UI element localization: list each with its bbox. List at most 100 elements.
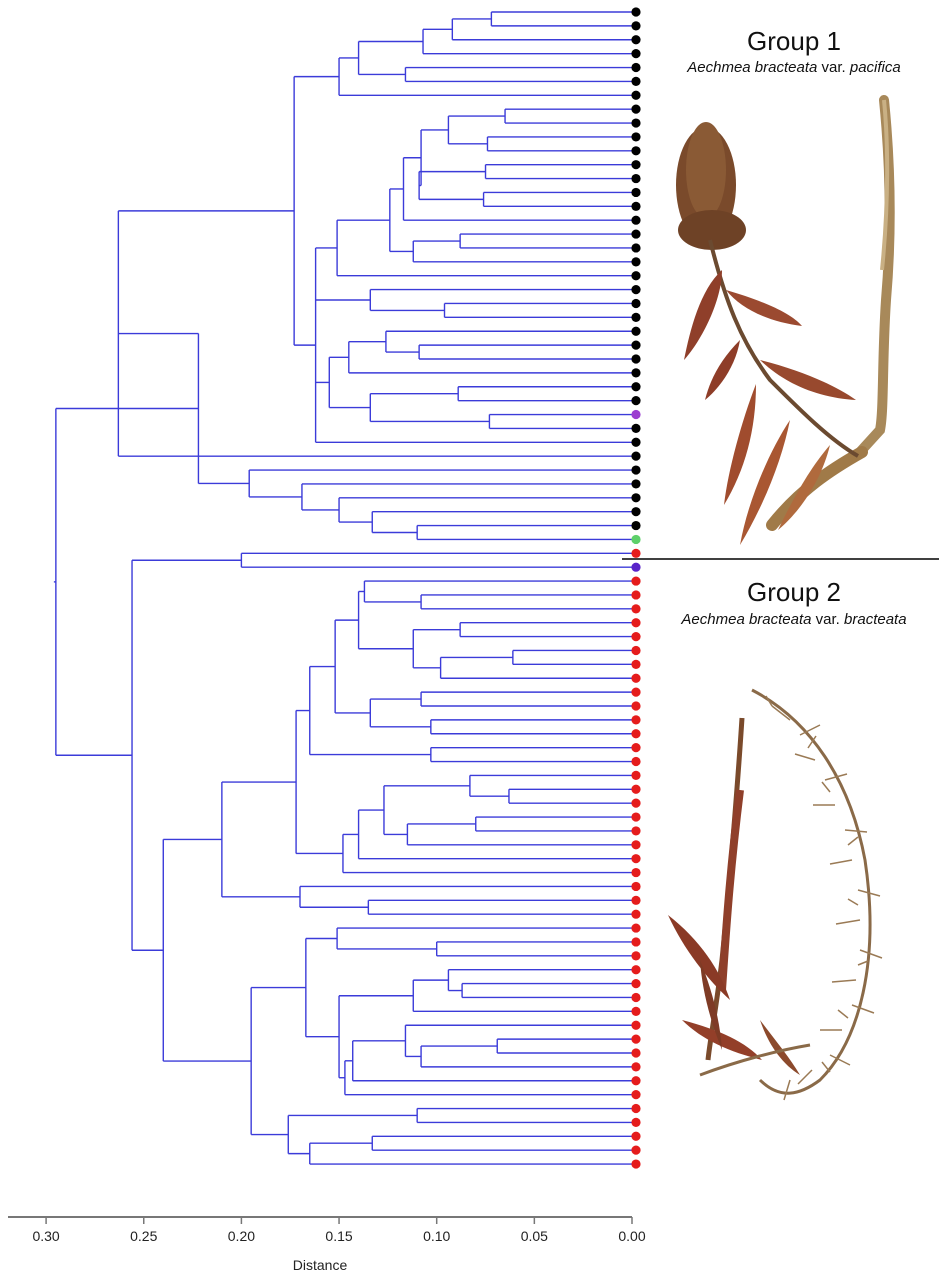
leaf-marker-36 [631, 493, 640, 502]
leaf-marker-45 [631, 618, 640, 627]
leaf-marker-43 [631, 590, 640, 599]
leaf-marker-67 [631, 923, 640, 932]
leaf-marker-61 [631, 840, 640, 849]
leaf-marker-17 [631, 229, 640, 238]
leaf-marker-40 [631, 549, 640, 558]
leaf-marker-63 [631, 868, 640, 877]
group-2-title: Group 2 [747, 577, 841, 607]
x-tick-label-5: 0.05 [521, 1228, 548, 1244]
leaf-marker-18 [631, 243, 640, 252]
leaf-marker-16 [631, 216, 640, 225]
leaf-marker-27 [631, 368, 640, 377]
leaf-marker-77 [631, 1062, 640, 1071]
leaf-marker-54 [631, 743, 640, 752]
leaf-marker-72 [631, 993, 640, 1002]
leaf-marker-70 [631, 965, 640, 974]
leaf-marker-21 [631, 285, 640, 294]
leaf-marker-53 [631, 729, 640, 738]
leaf-marker-37 [631, 507, 640, 516]
leaf-marker-56 [631, 771, 640, 780]
leaf-marker-59 [631, 812, 640, 821]
leaf-marker-46 [631, 632, 640, 641]
leaf-marker-15 [631, 202, 640, 211]
leaf-marker-30 [631, 410, 640, 419]
group-1-title: Group 1 [747, 26, 841, 56]
group-1-var: var. [817, 59, 850, 76]
leaf-marker-84 [631, 1159, 640, 1168]
leaf-marker-51 [631, 701, 640, 710]
leaf-marker-57 [631, 785, 640, 794]
leaf-marker-58 [631, 799, 640, 808]
leaf-marker-75 [631, 1035, 640, 1044]
leaf-marker-47 [631, 646, 640, 655]
leaf-marker-42 [631, 576, 640, 585]
leaf-marker-32 [631, 438, 640, 447]
leaf-marker-33 [631, 452, 640, 461]
group-1-species: Aechmea bracteata [686, 59, 817, 76]
specimen-image-pacifica [676, 100, 890, 545]
leaf-marker-83 [631, 1146, 640, 1155]
leaf-marker-55 [631, 757, 640, 766]
leaf-marker-28 [631, 382, 640, 391]
leaf-marker-73 [631, 1007, 640, 1016]
x-axis-ticks: 0.30 0.25 0.20 0.15 0.10 0.05 0.00 [32, 1217, 645, 1244]
x-axis-title: Distance [293, 1257, 348, 1273]
leaf-marker-7 [631, 91, 640, 100]
x-tick-label-1: 0.25 [130, 1228, 157, 1244]
leaf-marker-23 [631, 313, 640, 322]
leaf-marker-2 [631, 21, 640, 30]
leaf-marker-80 [631, 1104, 640, 1113]
leaf-marker-9 [631, 118, 640, 127]
leaf-marker-26 [631, 354, 640, 363]
group-2-variety: bracteata [844, 611, 907, 628]
leaf-marker-50 [631, 688, 640, 697]
dendrogram-branches [54, 12, 632, 1164]
leaf-marker-71 [631, 979, 640, 988]
leaf-marker-41 [631, 563, 640, 572]
leaf-marker-14 [631, 188, 640, 197]
leaf-marker-48 [631, 660, 640, 669]
leaf-marker-79 [631, 1090, 640, 1099]
leaf-marker-5 [631, 63, 640, 72]
leaf-marker-74 [631, 1021, 640, 1030]
leaf-marker-76 [631, 1048, 640, 1057]
leaf-markers [631, 7, 640, 1168]
leaf-marker-19 [631, 257, 640, 266]
leaf-marker-11 [631, 146, 640, 155]
group-1-variety: pacifica [849, 59, 901, 76]
leaf-marker-31 [631, 424, 640, 433]
leaf-marker-62 [631, 854, 640, 863]
group-1-subtitle: Aechmea bracteata var. pacifica [686, 59, 900, 76]
leaf-marker-34 [631, 465, 640, 474]
leaf-marker-29 [631, 396, 640, 405]
leaf-marker-38 [631, 521, 640, 530]
leaf-marker-35 [631, 479, 640, 488]
x-tick-label-4: 0.10 [423, 1228, 450, 1244]
x-tick-label-0: 0.30 [32, 1228, 59, 1244]
leaf-marker-4 [631, 49, 640, 58]
leaf-marker-24 [631, 327, 640, 336]
leaf-marker-8 [631, 105, 640, 114]
leaf-marker-25 [631, 341, 640, 350]
x-tick-label-6: 0.00 [618, 1228, 645, 1244]
leaf-marker-81 [631, 1118, 640, 1127]
leaf-marker-10 [631, 132, 640, 141]
leaf-marker-3 [631, 35, 640, 44]
leaf-marker-13 [631, 174, 640, 183]
leaf-marker-52 [631, 715, 640, 724]
leaf-marker-12 [631, 160, 640, 169]
leaf-marker-39 [631, 535, 640, 544]
leaf-marker-22 [631, 299, 640, 308]
leaf-marker-65 [631, 896, 640, 905]
leaf-marker-82 [631, 1132, 640, 1141]
leaf-marker-60 [631, 826, 640, 835]
leaf-marker-49 [631, 674, 640, 683]
leaf-marker-44 [631, 604, 640, 613]
leaf-marker-66 [631, 910, 640, 919]
group-2-species: Aechmea bracteata [680, 611, 811, 628]
x-tick-label-2: 0.20 [228, 1228, 255, 1244]
x-tick-label-3: 0.15 [325, 1228, 352, 1244]
leaf-marker-20 [631, 271, 640, 280]
leaf-marker-1 [631, 7, 640, 16]
